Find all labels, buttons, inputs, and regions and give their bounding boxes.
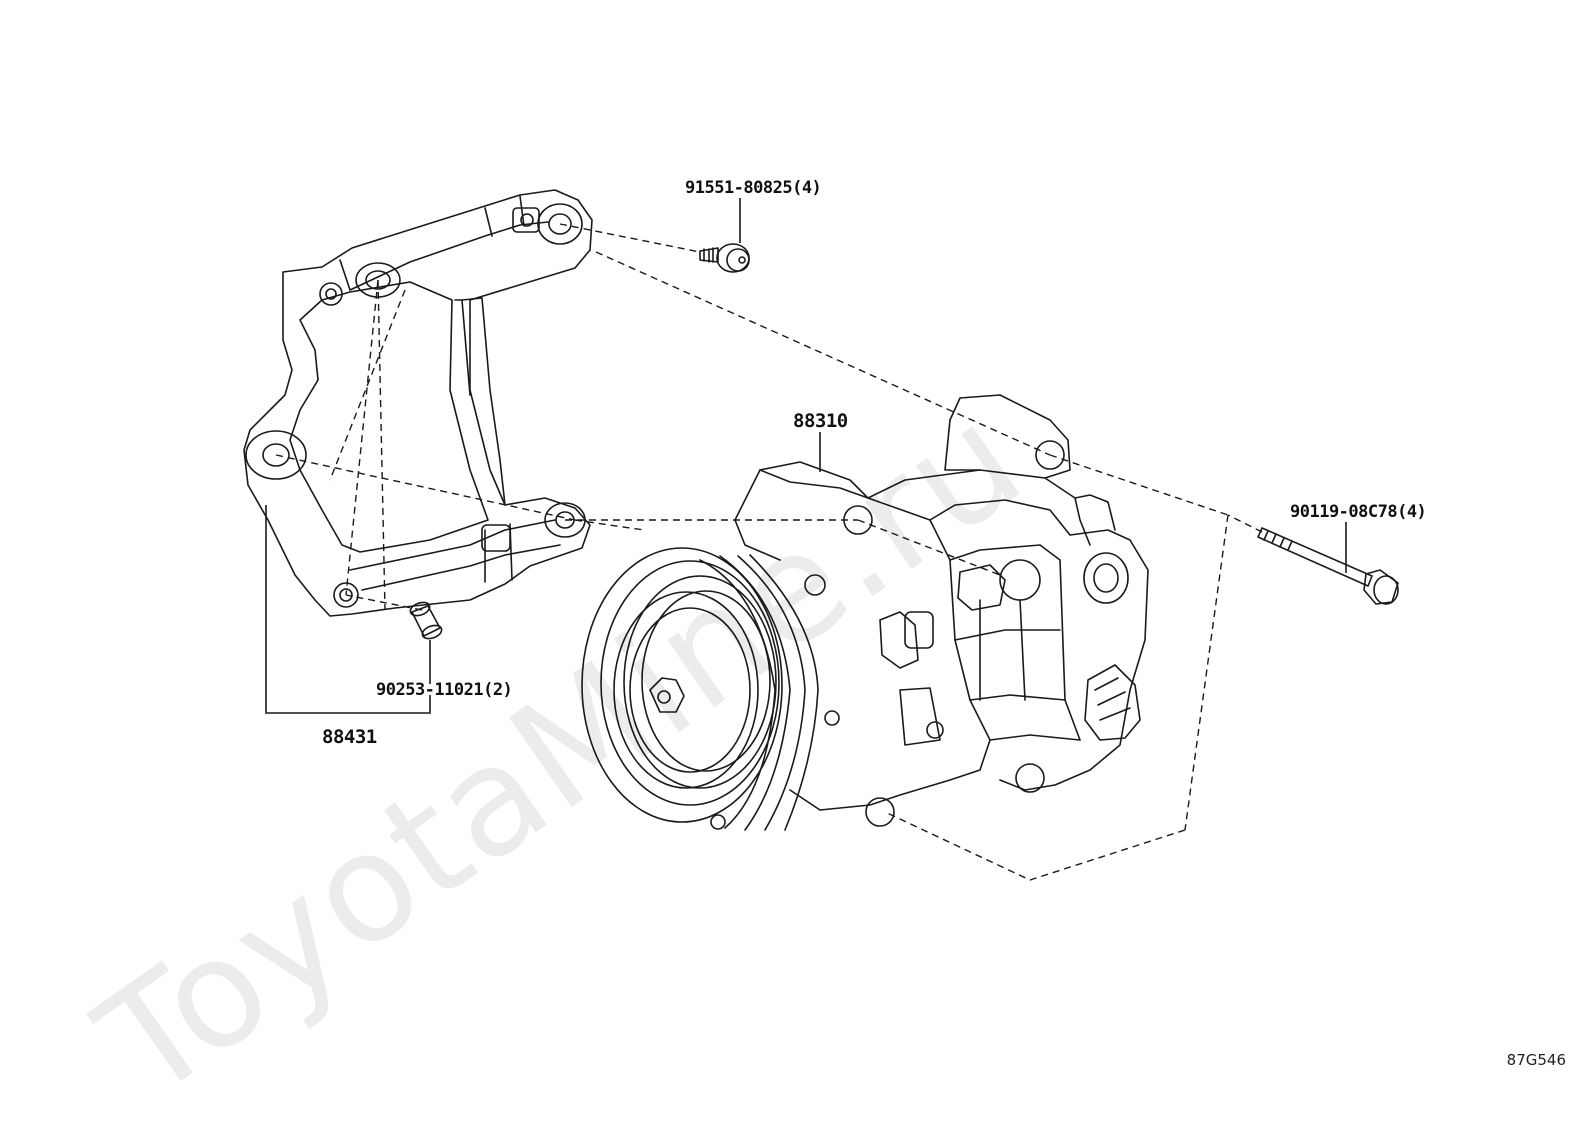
assembly-lines xyxy=(275,223,1263,881)
parts-diagram xyxy=(243,189,1399,881)
collar-sleeve xyxy=(409,601,443,640)
diagram-code: 87G546 xyxy=(1506,1051,1566,1069)
part-label-90253-11021[interactable]: 90253-11021(2) xyxy=(376,680,513,700)
part-label-88310[interactable]: 88310 xyxy=(793,410,848,432)
leader-lines xyxy=(265,198,1347,714)
part-label-91551-80825[interactable]: 91551-80825(4) xyxy=(685,178,822,198)
compressor-bracket xyxy=(243,189,593,617)
ac-compressor xyxy=(581,394,1149,831)
flange-bolt-small xyxy=(699,243,750,273)
part-label-90119-08C78[interactable]: 90119-08C78(4) xyxy=(1290,502,1427,522)
long-flange-bolt xyxy=(1257,527,1399,605)
part-label-88431[interactable]: 88431 xyxy=(322,726,377,748)
